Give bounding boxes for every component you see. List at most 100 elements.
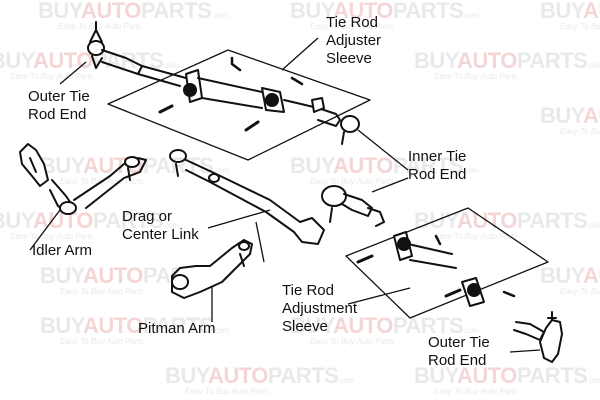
watermark-tagline: Easy To Buy Auto Parts: [560, 22, 600, 31]
label-line: Adjustment: [282, 300, 358, 317]
label-tie-rod-adjustment-sleeve: Tie Rod Adjustment Sleeve: [282, 282, 357, 336]
label-line: Outer Tie: [28, 88, 90, 105]
label-line: Idler Arm: [32, 242, 93, 259]
watermark-brand: BUYAUTOPARTS.com: [540, 265, 600, 287]
watermark-tagline: Easy To Buy Auto Parts: [60, 337, 144, 346]
watermark-tagline: Easy To Buy Auto Parts: [560, 127, 600, 136]
watermark-brand-buy: BUY: [165, 363, 208, 388]
upper-adjuster-sleeve: [158, 56, 319, 132]
watermark-brand-buy: BUY: [540, 263, 583, 288]
watermark-brand-auto: AUTO: [82, 313, 143, 338]
leader-drag-link-arrow: [255, 221, 265, 263]
watermark-brand-parts: PARTS: [92, 48, 164, 73]
watermark-tagline: Easy To Buy Auto Parts: [310, 22, 394, 31]
watermark-brand-parts: PARTS: [392, 313, 464, 338]
watermark-brand-domain: .com: [587, 221, 600, 230]
label-outer-tie-rod-end-top: Outer Tie Rod End: [28, 88, 90, 124]
watermark-brand-buy: BUY: [540, 0, 583, 23]
label-pitman-arm: Pitman Arm: [138, 320, 216, 338]
watermark-brand-auto: AUTO: [80, 0, 141, 23]
watermark-brand-auto: AUTO: [582, 263, 600, 288]
watermark-brand-parts: PARTS: [392, 153, 464, 178]
leader-idler-arm: [29, 209, 61, 251]
watermark-brand-domain: .com: [211, 11, 227, 20]
lower-outer-tie-rod-end: [513, 311, 563, 363]
watermark-tagline: Easy To Buy Auto Parts: [10, 232, 94, 241]
label-tie-rod-adjuster-sleeve: Tie Rod Adjuster Sleeve: [326, 14, 381, 68]
watermark-brand-domain: .com: [163, 221, 179, 230]
watermark-brand-auto: AUTO: [32, 48, 93, 73]
label-line: Tie Rod: [326, 14, 378, 31]
label-outer-tie-rod-end-bottom: Outer Tie Rod End: [428, 334, 490, 370]
watermark-tagline: Easy To Buy Auto Parts: [434, 72, 518, 81]
watermark-brand-auto: AUTO: [82, 263, 143, 288]
label-line: Adjuster: [326, 32, 382, 49]
watermark-brand-parts: PARTS: [92, 208, 164, 233]
label-line: Outer Tie: [428, 334, 490, 351]
watermark-brand-auto: AUTO: [332, 153, 393, 178]
watermark-brand-buy: BUY: [540, 103, 583, 128]
watermark-brand-buy: BUY: [290, 313, 333, 338]
label-line: Rod End: [28, 106, 87, 123]
label-line: Sleeve: [282, 318, 328, 335]
upper-inner-tie-rod-end: [311, 97, 360, 145]
watermark-brand: BUYAUTOPARTS.com: [540, 105, 600, 127]
watermark-brand-auto: AUTO: [332, 0, 393, 23]
watermark-tagline: Easy To Buy Auto Parts: [185, 387, 269, 396]
watermark-tagline: Easy To Buy Auto Parts: [58, 22, 142, 31]
watermark-brand-domain: .com: [463, 11, 479, 20]
watermark-brand-domain: .com: [163, 61, 179, 70]
watermark-tagline: Easy To Buy Auto Parts: [10, 72, 94, 81]
label-drag-center-link: Drag or Center Link: [122, 208, 199, 244]
watermark-brand: BUYAUTOPARTS.com: [38, 0, 227, 22]
watermark-brand-auto: AUTO: [207, 363, 268, 388]
leader-inner-end-lower: [371, 177, 409, 193]
leader-upper-sleeve: [281, 37, 319, 71]
watermark-brand-domain: .com: [463, 326, 479, 335]
watermark-brand: BUYAUTOPARTS.com: [290, 0, 479, 22]
watermark-tagline: Easy To Buy Auto Parts: [310, 177, 394, 186]
label-line: Rod End: [408, 166, 467, 183]
watermark-brand-buy: BUY: [0, 48, 33, 73]
upper-outer-tie-rod-end: [87, 21, 187, 87]
pitman-arm: [171, 239, 253, 299]
lower-sleeve-panel-outline: [345, 207, 549, 319]
leader-inner-end-upper: [357, 129, 409, 171]
watermark-tagline: Easy To Buy Auto Parts: [60, 287, 144, 296]
watermark-brand-buy: BUY: [414, 48, 457, 73]
leader-lines: [29, 37, 541, 353]
watermark-brand-buy: BUY: [0, 208, 33, 233]
leader-lower-outer-end: [509, 349, 541, 353]
label-line: Inner Tie: [408, 148, 467, 165]
watermark-brand-buy: BUY: [40, 313, 83, 338]
watermark-tagline: Easy To Buy Auto Parts: [434, 232, 518, 241]
watermark-brand: BUYAUTOPARTS.com: [40, 315, 229, 337]
watermark-brand-domain: .com: [338, 376, 354, 385]
watermark-tagline: Easy To Buy Auto Parts: [310, 337, 394, 346]
watermark-brand: BUYAUTOPARTS.com: [414, 50, 600, 72]
watermark-brand-domain: .com: [213, 326, 229, 335]
watermark-brand-auto: AUTO: [582, 0, 600, 23]
watermark-brand-domain: .com: [587, 61, 600, 70]
label-line: Sleeve: [326, 50, 372, 67]
watermark-brand-parts: PARTS: [516, 48, 588, 73]
watermark-brand-domain: .com: [463, 166, 479, 175]
leader-center-link: [207, 209, 271, 229]
watermark-brand: BUYAUTOPARTS.com: [414, 365, 600, 387]
watermark-brand-parts: PARTS: [140, 0, 212, 23]
watermark-brand: BUYAUTOPARTS.com: [0, 50, 179, 72]
watermark-brand-auto: AUTO: [456, 48, 517, 73]
watermark-brand-buy: BUY: [40, 263, 83, 288]
leader-lower-sleeve: [347, 287, 411, 305]
watermark-brand-parts: PARTS: [516, 208, 588, 233]
